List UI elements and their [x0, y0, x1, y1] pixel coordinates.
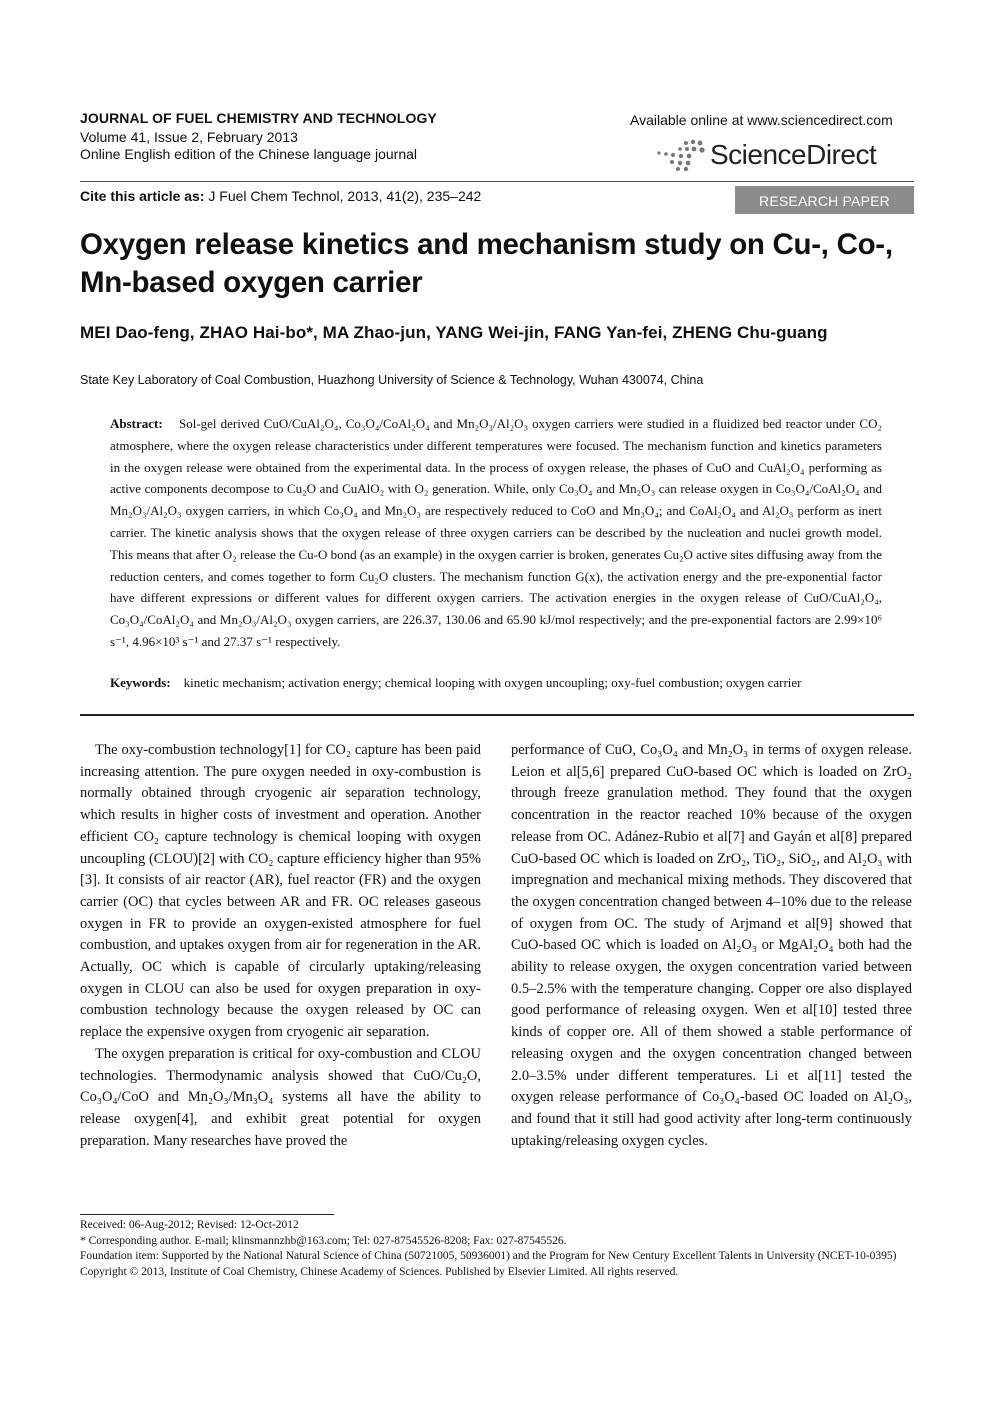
body-column-right: performance of CuO, Co₃O₄ and Mn₂O₃ in t… [511, 740, 912, 1152]
available-online-link[interactable]: Available online at www.sciencedirect.co… [630, 112, 893, 128]
copyright-notice: Copyright © 2013, Institute of Coal Chem… [80, 1265, 679, 1278]
header-rule [80, 181, 914, 182]
body-paragraph: The oxy-combustion technology[1] for CO₂… [80, 742, 481, 1041]
keywords: Keywords: kinetic mechanism; activation … [110, 675, 900, 691]
received-dates: Received: 06-Aug-2012; Revised: 12-Oct-2… [80, 1219, 299, 1231]
keywords-label: Keywords: [110, 675, 171, 690]
foundation-item: Foundation item: Supported by the Nation… [80, 1250, 897, 1262]
journal-edition: Online English edition of the Chinese la… [80, 146, 418, 162]
abstract-text: Sol-gel derived CuO/CuAl₂O₄, Co₃O₄/CoAl₂… [110, 416, 882, 649]
sciencedirect-logo[interactable]: ScienceDirect [656, 137, 896, 177]
journal-volume: Volume 41, Issue 2, February 2013 [80, 129, 298, 145]
citation-label: Cite this article as: [80, 188, 205, 204]
body-rule [80, 714, 914, 716]
abstract: Abstract: Sol-gel derived CuO/CuAl₂O₄, C… [110, 413, 882, 653]
body-paragraph: performance of CuO, Co₃O₄ and Mn₂O₃ in t… [511, 742, 912, 1149]
author-list: MEI Dao-feng, ZHAO Hai-bo*, MA Zhao-jun,… [80, 323, 828, 342]
sciencedirect-wordmark: ScienceDirect [710, 139, 877, 170]
footnotes: Received: 06-Aug-2012; Revised: 12-Oct-2… [80, 1218, 914, 1280]
body-paragraph: The oxygen preparation is critical for o… [80, 1045, 481, 1149]
footnote-rule [80, 1214, 334, 1215]
article-type-badge: RESEARCH PAPER [735, 186, 914, 214]
citation-line: Cite this article as: J Fuel Chem Techno… [80, 188, 481, 204]
keywords-text: kinetic mechanism; activation energy; ch… [183, 675, 802, 690]
article-title: Oxygen release kinetics and mechanism st… [80, 228, 893, 299]
body-column-left: The oxy-combustion technology[1] for CO₂… [80, 740, 481, 1152]
journal-name: JOURNAL OF FUEL CHEMISTRY AND TECHNOLOGY [80, 110, 437, 126]
sciencedirect-dots-icon [657, 139, 705, 171]
corresponding-author: * Corresponding author. E-mail; klinsman… [80, 1234, 567, 1247]
affiliation: State Key Laboratory of Coal Combustion,… [80, 373, 704, 387]
citation-text: J Fuel Chem Technol, 2013, 41(2), 235–24… [204, 188, 482, 204]
abstract-label: Abstract: [110, 416, 163, 431]
